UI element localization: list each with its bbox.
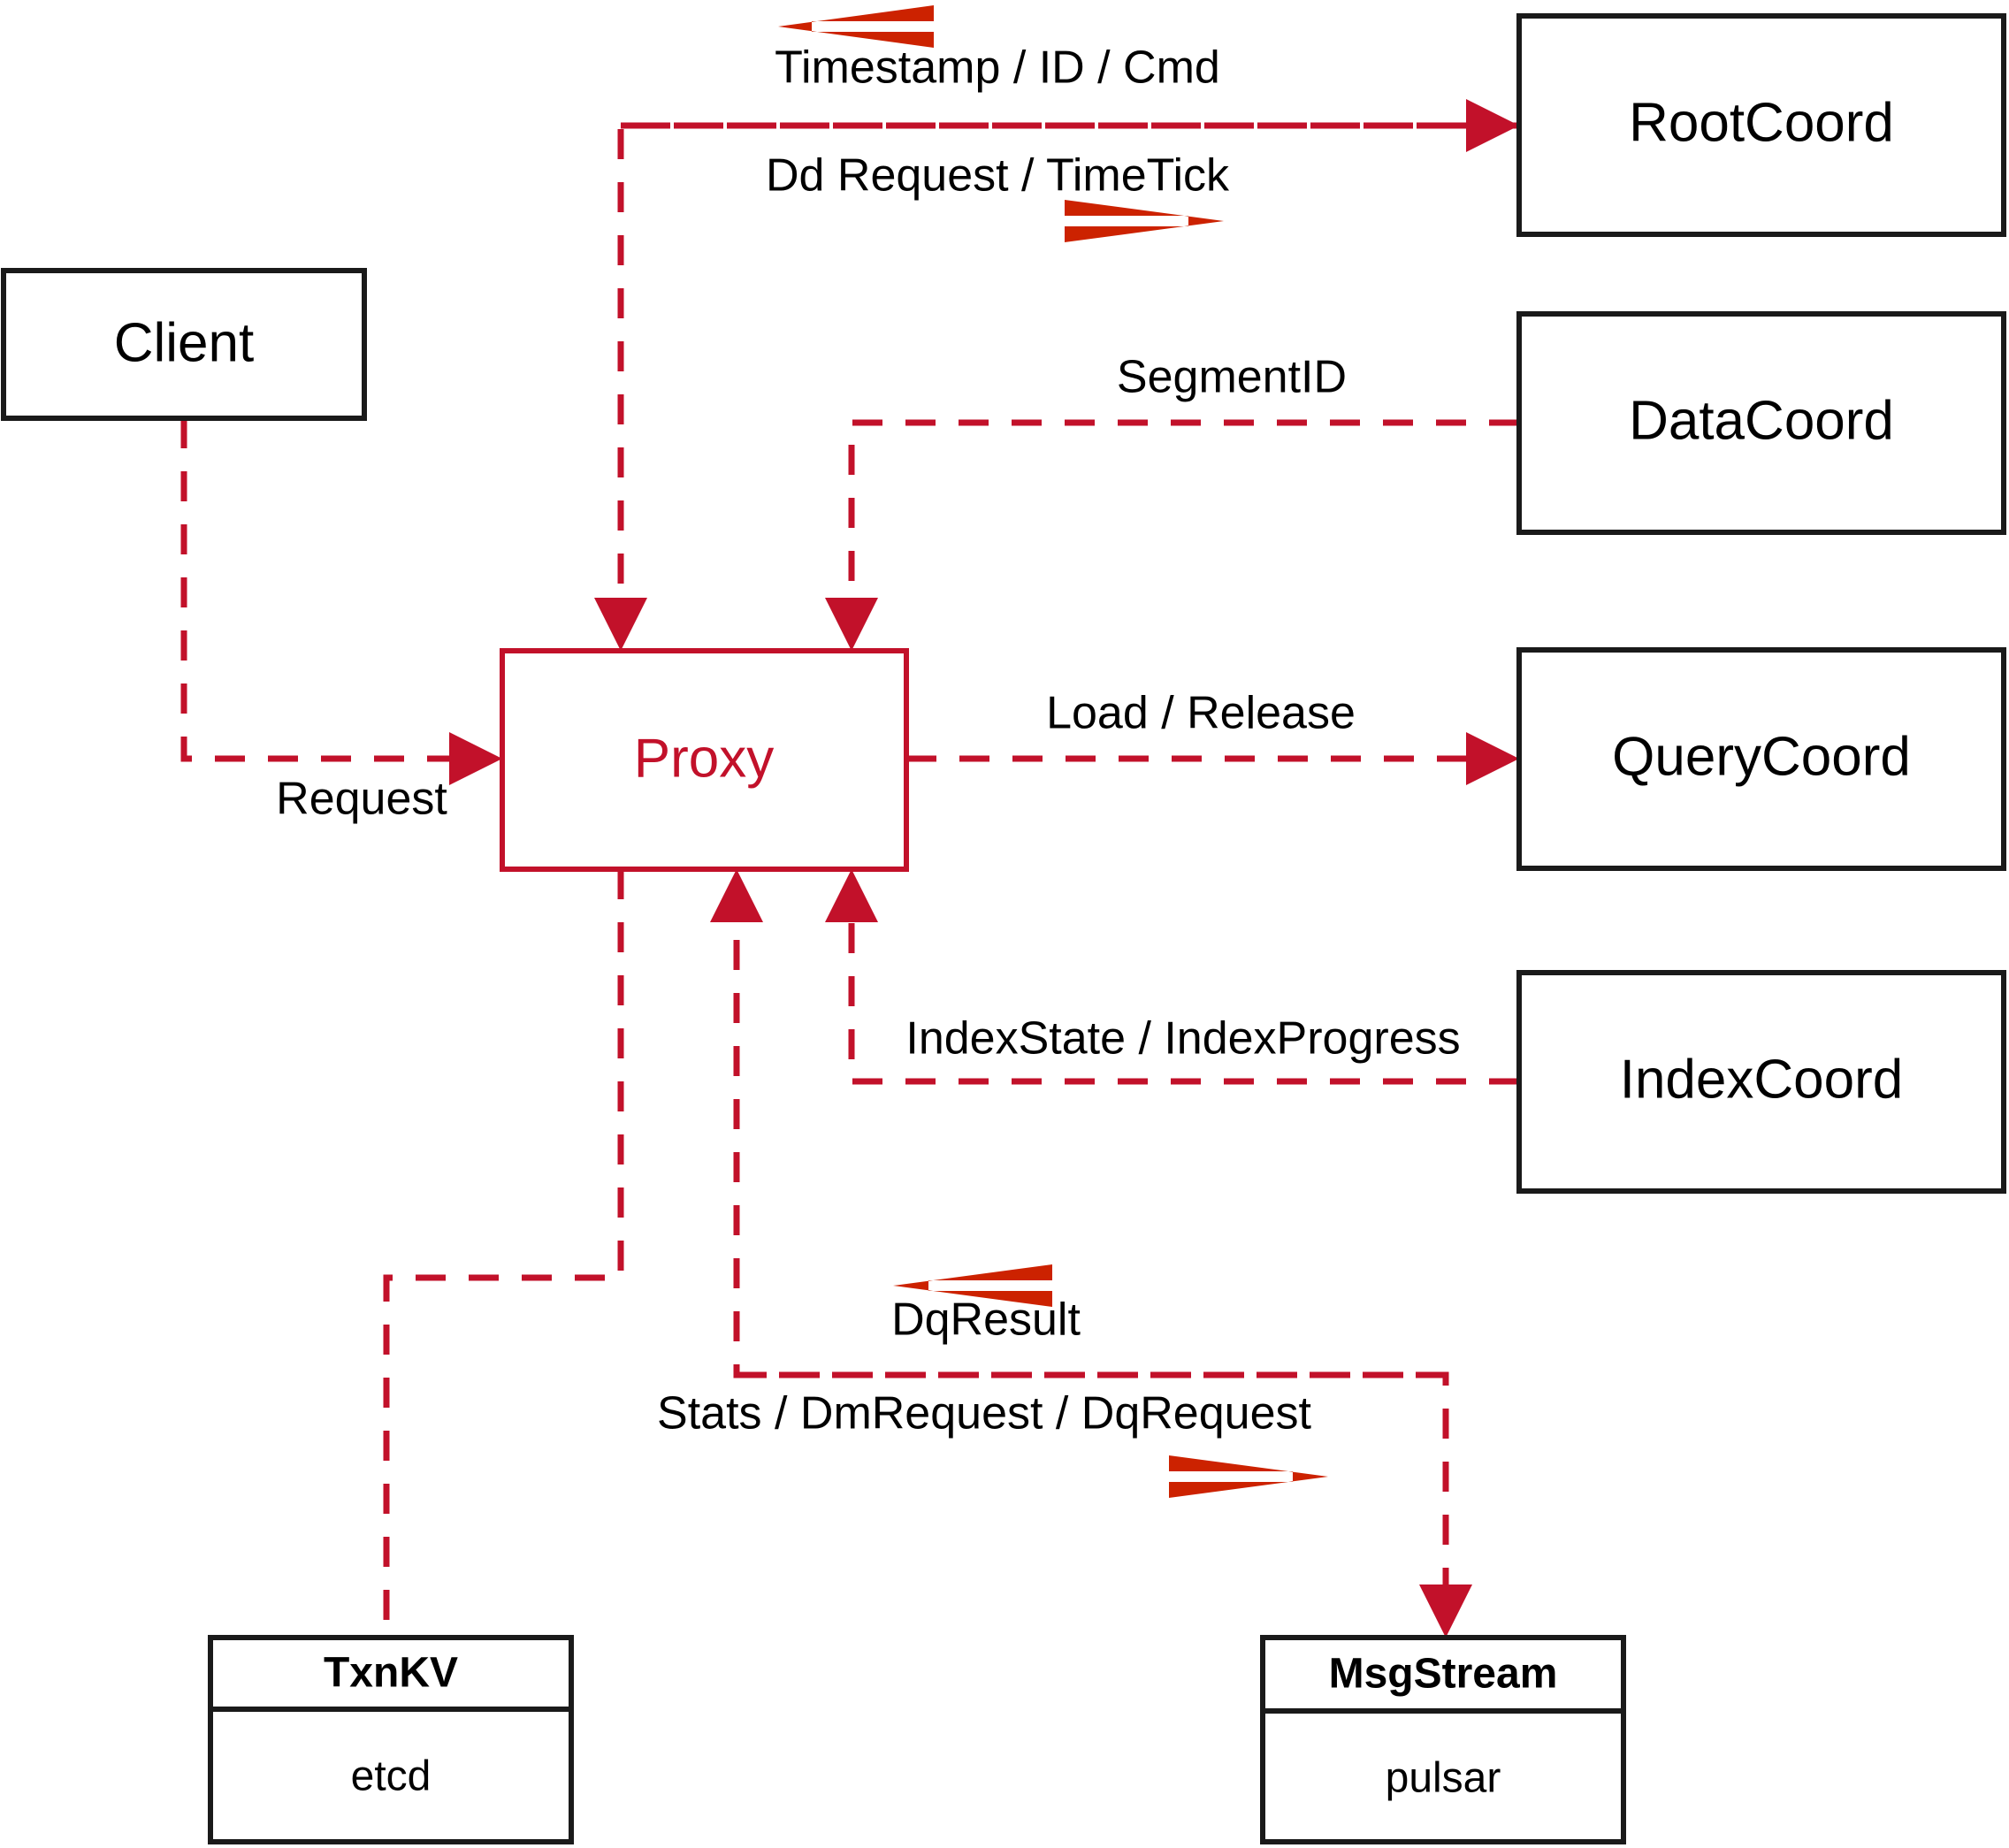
arrowhead-msgstream-top <box>1419 1585 1472 1638</box>
direction-arrow-right-ddrequest <box>1065 200 1224 242</box>
node-box-datacoord[interactable] <box>1516 311 2006 535</box>
edge-datacoord-to-proxy <box>825 419 1519 651</box>
edge-label-timestamp-id-cmd: Timestamp / ID / Cmd <box>775 42 1220 94</box>
edge-label-segmentid: SegmentID <box>1117 352 1347 403</box>
node-label-rootcoord: RootCoord <box>1629 92 1894 153</box>
edge-path-client-to-proxy <box>180 418 477 762</box>
node-box-rootcoord[interactable] <box>1516 13 2006 237</box>
edge-indexcoord-to-proxy <box>825 869 1519 1085</box>
edge-label-request: Request <box>276 774 447 825</box>
direction-arrow-left-timestamp <box>778 5 934 48</box>
arrowhead-proxy-top-right <box>825 598 878 651</box>
node-label-datacoord: DataCoord <box>1629 390 1894 451</box>
node-box-indexcoord[interactable] <box>1516 970 2006 1194</box>
node-box-client[interactable] <box>1 268 367 421</box>
node-box-txnkv[interactable] <box>208 1635 574 1844</box>
edge-path-msgstream-to-proxy <box>733 911 1446 1378</box>
arrowhead-proxy-left <box>449 732 502 785</box>
edge-path-proxy-to-msgstream <box>737 1371 1449 1596</box>
node-label-client: Client <box>114 312 255 373</box>
edge-proxy-to-rootcoord <box>621 99 1519 152</box>
edge-label-dd-request-timetick: Dd Request / TimeTick <box>766 150 1230 202</box>
arrowhead-proxy-bottom-mid <box>710 869 763 922</box>
edge-label-load-release: Load / Release <box>1046 688 1356 739</box>
edge-path-rootcoord-to-proxy <box>617 122 1519 610</box>
arrowhead-proxy-bottom-right <box>825 869 878 922</box>
node-label-txnkv: TxnKV <box>324 1650 458 1697</box>
arrowhead-rootcoord-left <box>1466 99 1519 152</box>
arrowhead-querycoord-left <box>1466 732 1519 785</box>
arrowhead-proxy-top-left <box>594 598 647 651</box>
edge-label-indexstate-indexprogress: IndexState / IndexProgress <box>905 1013 1460 1065</box>
node-label-querycoord: QueryCoord <box>1612 726 1911 787</box>
node-label-indexcoord: IndexCoord <box>1620 1049 1904 1110</box>
direction-arrow-left-dqresult <box>893 1264 1052 1307</box>
node-box-msgstream[interactable] <box>1260 1635 1626 1844</box>
edge-label-dqresult: DqResult <box>891 1294 1081 1346</box>
node-label-msgstream: MsgStream <box>1329 1651 1558 1698</box>
edge-rootcoord-to-proxy <box>594 122 1519 651</box>
node-box-querycoord[interactable] <box>1516 647 2006 871</box>
node-box-proxy[interactable] <box>500 648 909 872</box>
edge-path-indexcoord-to-proxy <box>848 911 1519 1085</box>
edge-client-to-proxy <box>180 418 502 785</box>
edge-path-datacoord-to-proxy <box>848 419 1519 610</box>
edge-label-stats-dmrequest-dqrequest: Stats / DmRequest / DqRequest <box>657 1388 1311 1439</box>
edge-proxy-to-txnkv <box>383 869 624 1638</box>
edge-proxy-to-querycoord <box>906 732 1519 785</box>
direction-arrow-right-dqrequest <box>1169 1455 1328 1498</box>
node-label-proxy: Proxy <box>634 728 774 789</box>
edge-path-proxy-to-txnkv <box>383 869 624 1638</box>
node-impl-msgstream-pulsar: pulsar <box>1386 1755 1501 1802</box>
edge-proxy-to-msgstream <box>737 1371 1472 1638</box>
node-impl-txnkv-etcd: etcd <box>351 1753 432 1800</box>
